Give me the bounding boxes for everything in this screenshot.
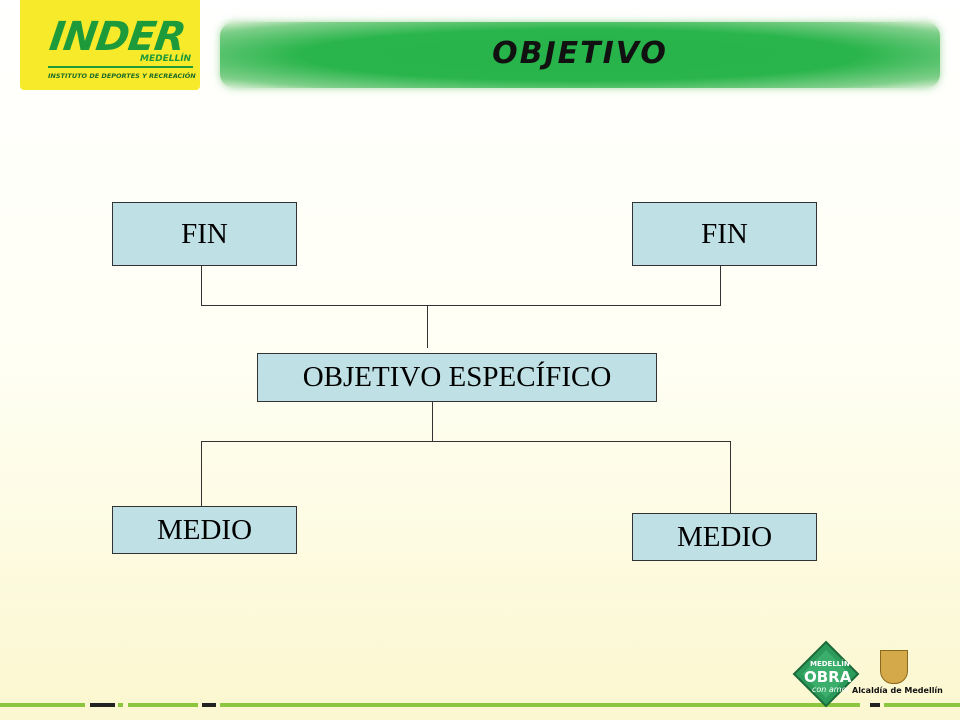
footer-stripe	[118, 703, 123, 707]
fin-box-left: FIN	[112, 202, 297, 266]
connector-bottom-vertical	[432, 402, 433, 441]
connector-top-horizontal	[201, 305, 721, 306]
medio-box-left: MEDIO	[112, 506, 297, 554]
obra-word: OBRA	[804, 668, 852, 686]
footer-stripe	[870, 703, 880, 707]
logo-city: MEDELLÍN	[140, 54, 192, 64]
obra-sub: con amor	[812, 685, 850, 694]
footer-stripe	[128, 703, 198, 707]
title-bar: OBJETIVO	[220, 22, 940, 88]
connector-fin-right	[720, 266, 721, 306]
logo-divider	[48, 66, 193, 68]
logo-tagline: INSTITUTO DE DEPORTES Y RECREACIÓN	[48, 72, 196, 80]
connector-medio-right	[730, 441, 731, 513]
footer-stripe	[90, 703, 115, 707]
footer-stripe	[884, 703, 960, 707]
fin-box-right: FIN	[632, 202, 817, 266]
inder-logo: INDER MEDELLÍN INSTITUTO DE DEPORTES Y R…	[20, 0, 200, 90]
footer-stripe	[0, 703, 85, 707]
alcaldia-label: Alcaldía de Medellín	[852, 686, 943, 695]
medio-box-right: MEDIO	[632, 513, 817, 561]
objetivo-especifico-box: OBJETIVO ESPECÍFICO	[257, 353, 657, 402]
page-title: OBJETIVO	[492, 36, 668, 71]
obra-con-amor-logo	[792, 640, 860, 708]
footer-stripe	[220, 703, 860, 707]
footer-stripe	[202, 703, 216, 707]
coat-of-arms-icon	[880, 650, 908, 684]
connector-fin-left	[201, 266, 202, 306]
connector-medio-left	[201, 441, 202, 506]
obra-city: MEDELLÍN	[810, 660, 850, 668]
connector-top-vertical	[427, 306, 428, 348]
connector-bottom-horizontal	[201, 441, 730, 442]
